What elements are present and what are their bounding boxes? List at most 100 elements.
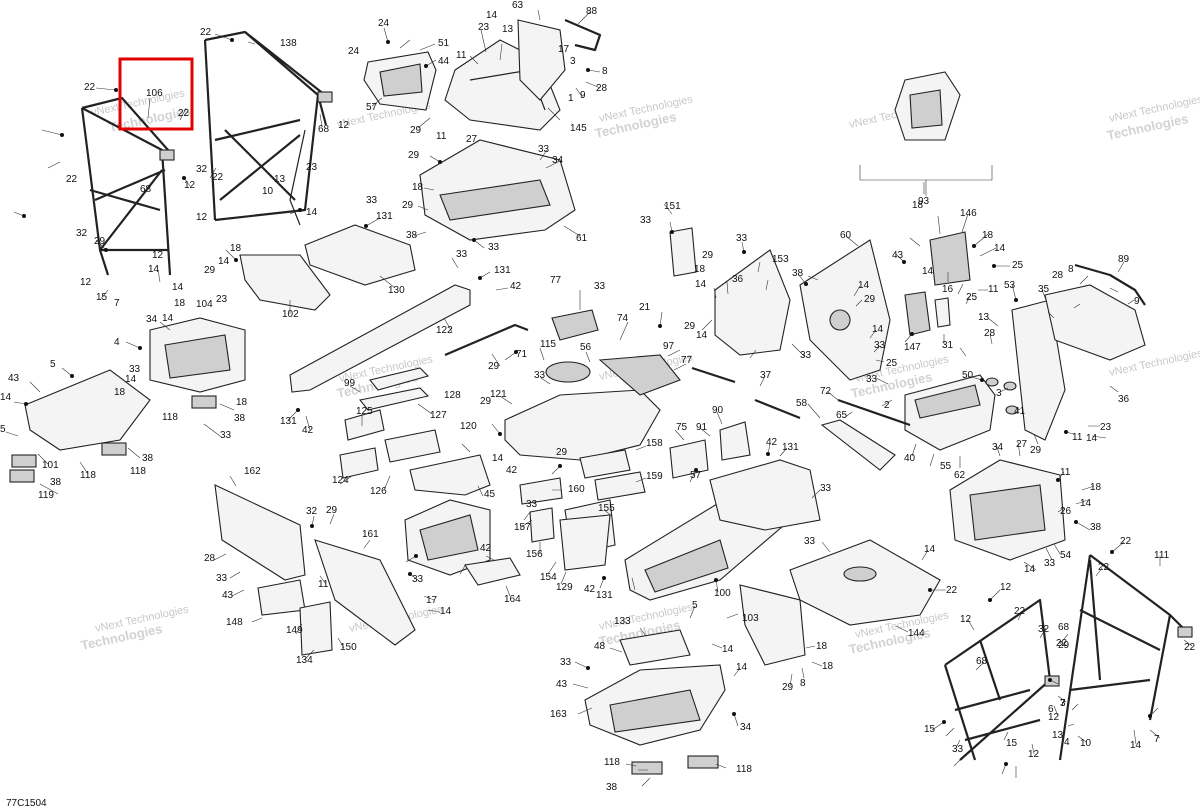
bar-37[interactable]: [754, 398, 801, 420]
seat-pad-164[interactable]: [464, 557, 521, 586]
callout-label: 33: [952, 744, 964, 755]
hose-89[interactable]: [1074, 263, 1146, 306]
callout-label: 17: [426, 595, 438, 606]
plates-148-149-134[interactable]: [257, 579, 333, 656]
panel-60[interactable]: [799, 239, 891, 381]
callout-label: 23: [306, 162, 318, 173]
bracket-93-line: [859, 165, 993, 196]
bracket-147[interactable]: [904, 291, 931, 336]
callout-label: 14: [858, 280, 870, 291]
callout-label: 57: [690, 470, 702, 481]
callout-label: 18: [412, 182, 424, 193]
roll-cage-left[interactable]: [80, 30, 333, 276]
callout-label: 27: [1016, 439, 1028, 450]
bracket-119[interactable]: [551, 309, 599, 341]
callout-label: 8: [1068, 264, 1074, 275]
callout-label: 159: [646, 471, 663, 482]
fasteners: [22, 38, 1152, 766]
callout-label: 25: [966, 292, 978, 303]
rings-50-41[interactable]: [985, 377, 1019, 415]
callout-label: 131: [596, 590, 613, 601]
callout-label: 118: [736, 764, 752, 775]
box-34[interactable]: [949, 459, 1066, 561]
pads-125-124-126[interactable]: [339, 409, 441, 479]
box-62[interactable]: [904, 374, 996, 451]
callout-label: 22: [212, 172, 224, 183]
callout-label: 111: [1154, 550, 1170, 561]
callout-label: 104: [196, 299, 213, 310]
callout-label: 14: [722, 644, 734, 655]
glove-box-57[interactable]: [363, 51, 437, 111]
callout-label: 14: [172, 282, 184, 293]
callout-label: 36: [732, 274, 744, 285]
tray-104[interactable]: [149, 317, 246, 393]
roll-cage-right[interactable]: [943, 554, 1193, 761]
callout-label: 18: [912, 200, 924, 211]
callout-label: 42: [584, 584, 596, 595]
seat-base-left[interactable]: [404, 499, 491, 576]
panel-102[interactable]: [239, 254, 331, 311]
bracket-63[interactable]: [517, 19, 566, 101]
tray-163[interactable]: [584, 629, 726, 746]
bars-128-127[interactable]: [359, 367, 430, 411]
callout-label: 22: [1120, 536, 1132, 547]
callout-label: 11: [456, 50, 467, 61]
callout-label: 149: [286, 625, 303, 636]
callout-label: 93: [918, 196, 930, 207]
floor-61[interactable]: [419, 139, 576, 241]
callout-label: 68: [318, 124, 330, 135]
callout-label: 9: [1134, 296, 1140, 307]
cover-120[interactable]: [409, 454, 491, 496]
callout-label: 11: [318, 579, 329, 590]
console-121[interactable]: [504, 354, 681, 461]
callout-label: 3: [996, 388, 1002, 399]
callout-label: 99: [344, 378, 356, 389]
parts-158-159-160[interactable]: [519, 449, 646, 505]
bracket-146[interactable]: [929, 231, 971, 286]
parts-155-156-154[interactable]: [529, 499, 616, 571]
callout-label: 14: [1130, 740, 1142, 751]
callout-label: 16: [942, 284, 954, 295]
component-71[interactable]: [545, 361, 591, 383]
bars-75-91-90[interactable]: [669, 421, 751, 479]
bracket-130[interactable]: [304, 224, 416, 286]
panel-162[interactable]: [214, 484, 306, 581]
highlight-box: [118, 57, 194, 131]
callout-label: 33: [534, 370, 546, 381]
blocks-118[interactable]: [9, 395, 719, 775]
part-16[interactable]: [934, 297, 951, 328]
panel-151[interactable]: [669, 227, 697, 277]
callout-label: 4: [1064, 737, 1070, 748]
panel-161[interactable]: [314, 539, 416, 646]
callout-label: 145: [570, 123, 587, 134]
callout-label: 38: [1090, 522, 1102, 533]
callout-label: 118: [130, 466, 146, 477]
rod-88[interactable]: [564, 18, 602, 52]
cover-103[interactable]: [739, 584, 806, 666]
panel-101[interactable]: [24, 369, 151, 451]
seat-93[interactable]: [894, 71, 961, 141]
callout-label: 34: [552, 155, 564, 166]
drawing-code: 77C1504: [6, 798, 47, 809]
callout-label: 120: [460, 421, 477, 432]
bar-65[interactable]: [837, 398, 911, 427]
rail-74[interactable]: [444, 323, 529, 357]
callout-label: 33: [1044, 558, 1056, 569]
beam-122[interactable]: [289, 284, 471, 393]
frame-52[interactable]: [709, 459, 821, 531]
callout-label: 22: [200, 27, 212, 38]
panel-153[interactable]: [714, 249, 791, 356]
callout-label: 35: [1038, 284, 1050, 295]
panel-54[interactable]: [789, 539, 941, 626]
panel-53[interactable]: [1011, 299, 1066, 441]
callout-label: 7: [1154, 734, 1160, 745]
callout-label: 33: [560, 657, 572, 668]
callout-label: 9: [580, 90, 586, 101]
callout-label: 23: [1100, 422, 1112, 433]
callout-label: 130: [388, 285, 405, 296]
beam-58[interactable]: [820, 419, 896, 471]
housing-35[interactable]: [1044, 284, 1146, 361]
callout-label: 14: [872, 324, 884, 335]
bar-57[interactable]: [691, 366, 736, 384]
callout-label: 15: [1006, 738, 1018, 749]
